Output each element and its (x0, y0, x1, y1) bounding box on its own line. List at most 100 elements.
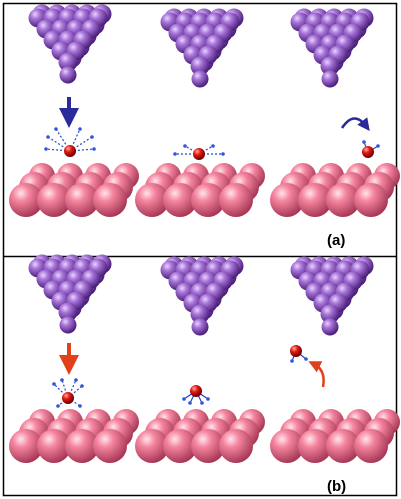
molecule-a1 (44, 127, 96, 157)
molecule-center-atom (190, 385, 202, 397)
surface-atom (298, 183, 332, 217)
satellite-atom (80, 384, 84, 388)
surface-atom (93, 429, 127, 463)
bond-line (198, 145, 214, 155)
surface-slab-a2 (135, 163, 265, 217)
tip-cluster-a2 (160, 8, 244, 88)
surface-atom (163, 429, 197, 463)
satellite-atom (78, 404, 82, 408)
molecule-a3 (362, 140, 380, 158)
molecule-center-atom (362, 146, 374, 158)
tip-atom (58, 302, 78, 322)
tip-apex-atom (191, 318, 209, 336)
molecule-a2 (173, 144, 225, 160)
bond-line (53, 383, 69, 399)
tip-atom (190, 56, 210, 76)
tip-atom (58, 52, 78, 72)
surface-atom (93, 183, 127, 217)
surface-layer (9, 163, 400, 463)
molecule-center-atom (193, 148, 205, 160)
surface-slab-b3 (270, 409, 400, 463)
satellite-atom (92, 147, 96, 151)
molecule-layer (44, 127, 380, 408)
satellite-atom (200, 401, 204, 405)
satellite-atom (188, 401, 192, 405)
satellite-atom (52, 382, 56, 386)
satellite-atom (182, 397, 186, 401)
tip-layer (28, 4, 374, 336)
satellite-atom (221, 152, 225, 156)
surface-atom (326, 429, 360, 463)
tip-atom (320, 56, 340, 76)
satellite-atom (376, 144, 380, 148)
tip-cluster-b3 (290, 256, 374, 336)
hop-arrow-a (340, 117, 370, 131)
satellite-atom (206, 397, 210, 401)
satellite-atom (46, 135, 50, 139)
molecule-center-atom (290, 345, 302, 357)
molecule-center-atom (64, 145, 76, 157)
satellite-atom (173, 152, 177, 156)
surface-atom (191, 429, 225, 463)
surface-atom (163, 183, 197, 217)
tip-cluster-b1 (28, 254, 112, 334)
satellite-atom (54, 127, 58, 131)
tip-cluster-b2 (160, 256, 244, 336)
tip-apex-atom (321, 318, 339, 336)
satellite-atom (290, 359, 294, 363)
bond-line (67, 385, 83, 399)
molecule-center-atom (62, 392, 74, 404)
arrow-layer (59, 97, 370, 388)
satellite-atom (78, 127, 82, 131)
bond-line (67, 379, 77, 399)
molecule-b1 (52, 378, 84, 408)
tip-atom (190, 304, 210, 324)
bond-line (61, 379, 69, 399)
pickup-arrow-b (308, 361, 325, 388)
surface-atom (354, 429, 388, 463)
surface-atom (354, 183, 388, 217)
surface-atom (135, 183, 169, 217)
surface-slab-b1 (9, 409, 139, 463)
surface-atom (270, 429, 304, 463)
surface-atom (191, 183, 225, 217)
satellite-atom (56, 404, 60, 408)
surface-atom (270, 183, 304, 217)
panel-label-a: (a) (327, 232, 345, 249)
tip-cluster-a3 (290, 8, 374, 88)
surface-atom (65, 429, 99, 463)
tip-apex-atom (59, 66, 77, 84)
molecule-b3 (290, 345, 308, 363)
surface-atom (135, 429, 169, 463)
surface-atom (9, 429, 43, 463)
surface-atom (37, 429, 71, 463)
satellite-atom (44, 147, 48, 151)
tip-apex-atom (59, 316, 77, 334)
molecule-b2 (182, 385, 210, 405)
bond-line (184, 145, 200, 155)
surface-slab-b2 (135, 409, 265, 463)
bond-line (67, 397, 81, 407)
surface-slab-a3 (270, 163, 400, 217)
surface-atom (219, 183, 253, 217)
surface-atom (9, 183, 43, 217)
surface-atom (219, 429, 253, 463)
satellite-atom (183, 144, 187, 148)
surface-atom (298, 429, 332, 463)
satellite-atom (74, 378, 78, 382)
surface-atom (326, 183, 360, 217)
panel-label-b: (b) (327, 478, 346, 495)
satellite-atom (304, 357, 308, 361)
surface-atom (65, 183, 99, 217)
satellite-atom (362, 140, 366, 144)
tip-apex-atom (191, 70, 209, 88)
satellite-atom (60, 378, 64, 382)
surface-slab-a1 (9, 163, 139, 217)
satellite-atom (211, 144, 215, 148)
surface-atom (37, 183, 71, 217)
figure-frame (2, 2, 398, 497)
satellite-atom (90, 135, 94, 139)
tip-apex-atom (321, 70, 339, 88)
tip-cluster-a1 (28, 4, 112, 84)
